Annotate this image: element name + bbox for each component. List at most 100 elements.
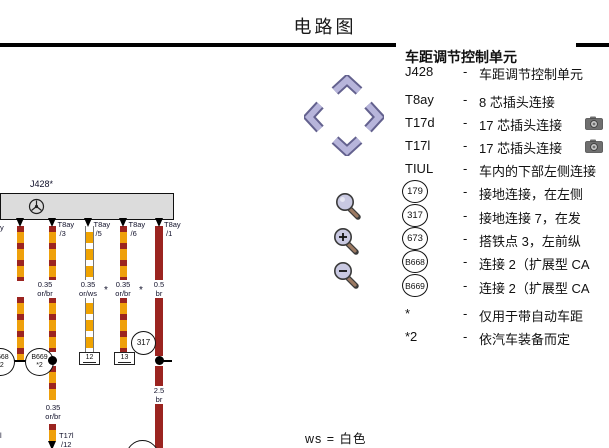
legend-term: TIUL [405,161,434,176]
connection-circle-b668: B668*2 [0,348,15,376]
wire-segment [120,297,127,352]
legend-symbol-circle: 673 [402,227,428,250]
legend-desc: 车内的下部左侧连接 [479,164,597,179]
wire-segment [49,366,56,400]
radar-sensor-icon [28,198,45,215]
camera-icon[interactable] [585,116,603,135]
pin-label: T8ay [93,220,111,229]
terminal-box: 13 [114,352,135,365]
footnote-mark: * [104,285,108,296]
legend-dash: - [463,306,468,321]
frame-line-left [0,43,396,47]
wire-segment [155,404,163,448]
pan-left-button[interactable] [304,101,324,133]
legend-dash: - [463,115,468,130]
legend-term: 179 [407,186,423,197]
legend-term: T8ay [405,92,434,107]
pin-number: /3 [59,229,66,238]
terminal-box: 12 [79,352,100,365]
footnote-mark: * [139,285,143,296]
component-j428-label: J428* [30,179,54,189]
connector-pin-arrow [48,441,56,448]
legend-desc: 接地连接 7，在发 [479,211,581,226]
legend-dash: - [463,161,468,176]
legend-term: T17l [405,138,431,153]
wire-segment [49,297,56,352]
wire-segment [155,366,163,386]
legend-dash: - [463,92,468,107]
frame-line-right [576,43,609,47]
zoom-in-icon[interactable] [330,226,360,256]
legend-term: J428 [405,64,434,79]
pin-number: /6 [130,229,137,238]
pan-down-button[interactable] [331,136,363,156]
clipped-label-fragment: y [0,223,4,232]
legend-desc: 8 芯插头连接 [479,95,555,110]
pan-right-button[interactable] [364,101,384,133]
legend-dash: - [463,184,468,199]
legend-desc: 17 芯插头连接 [479,118,563,133]
legend-dash: - [463,254,468,269]
legend-symbol-circle: B669 [402,274,428,297]
pan-up-button[interactable] [331,75,363,95]
legend-desc: 连接 2（扩展型 CA [479,281,590,296]
junction-dot [48,356,57,365]
camera-icon[interactable] [585,139,603,158]
wire-segment [155,297,163,356]
pin-label: T17l [59,431,74,440]
connector-pin-arrow [154,218,163,227]
clipped-label-fragment: l [0,431,2,440]
legend-symbol-circle: 317 [402,204,428,227]
legend-dash: - [463,329,468,344]
legend-term: B669 [405,280,425,291]
wire-segment [120,226,127,281]
magnifier-icon[interactable] [332,191,362,221]
connector-pin-arrow [48,218,56,227]
legend-dash: - [463,138,468,153]
legend-symbol-circle: 179 [402,180,428,203]
legend-term: * [405,306,411,321]
wire-segment [49,424,56,441]
legend-term: 317 [407,210,423,221]
legend-desc: 连接 2（扩展型 CA [479,257,590,272]
pin-number: /12 [61,440,72,448]
zoom-out-icon[interactable] [330,260,360,290]
wire-segment [85,297,94,352]
legend-desc: 依汽车装备而定 [479,332,571,347]
wire-segment [17,226,24,281]
page-title: 电路图 [293,17,357,38]
legend-desc: 接地连接，在左侧 [479,187,584,202]
legend-term: 673 [407,233,423,244]
legend-header: 车距调节控制单元 [405,49,517,65]
legend-term: *2 [405,329,418,344]
pin-label: T8ay [164,220,181,229]
junction-stub [159,360,172,362]
legend-term: T17d [405,115,435,130]
legend-dash: - [463,278,468,293]
wire-segment [17,297,24,361]
pin-label: T8ay [128,220,146,229]
pin-number: /5 [95,229,102,238]
junction-dot [154,356,164,365]
pin-number: /1 [166,229,173,238]
legend-desc: 搭铁点 3，左前纵 [479,234,581,249]
legend-dash: - [463,231,468,246]
connector-pin-arrow [15,218,24,227]
wire-segment [49,226,56,281]
wire-segment [85,226,94,281]
legend-dash: - [463,64,468,79]
pin-label: T8ay [57,220,75,229]
legend-desc: 17 芯插头连接 [479,141,563,156]
ground-circle-317: 317 [131,331,156,355]
connector-pin-arrow [84,218,92,227]
connector-pin-arrow [119,218,127,227]
legend-desc: 车距调节控制单元 [479,67,584,82]
